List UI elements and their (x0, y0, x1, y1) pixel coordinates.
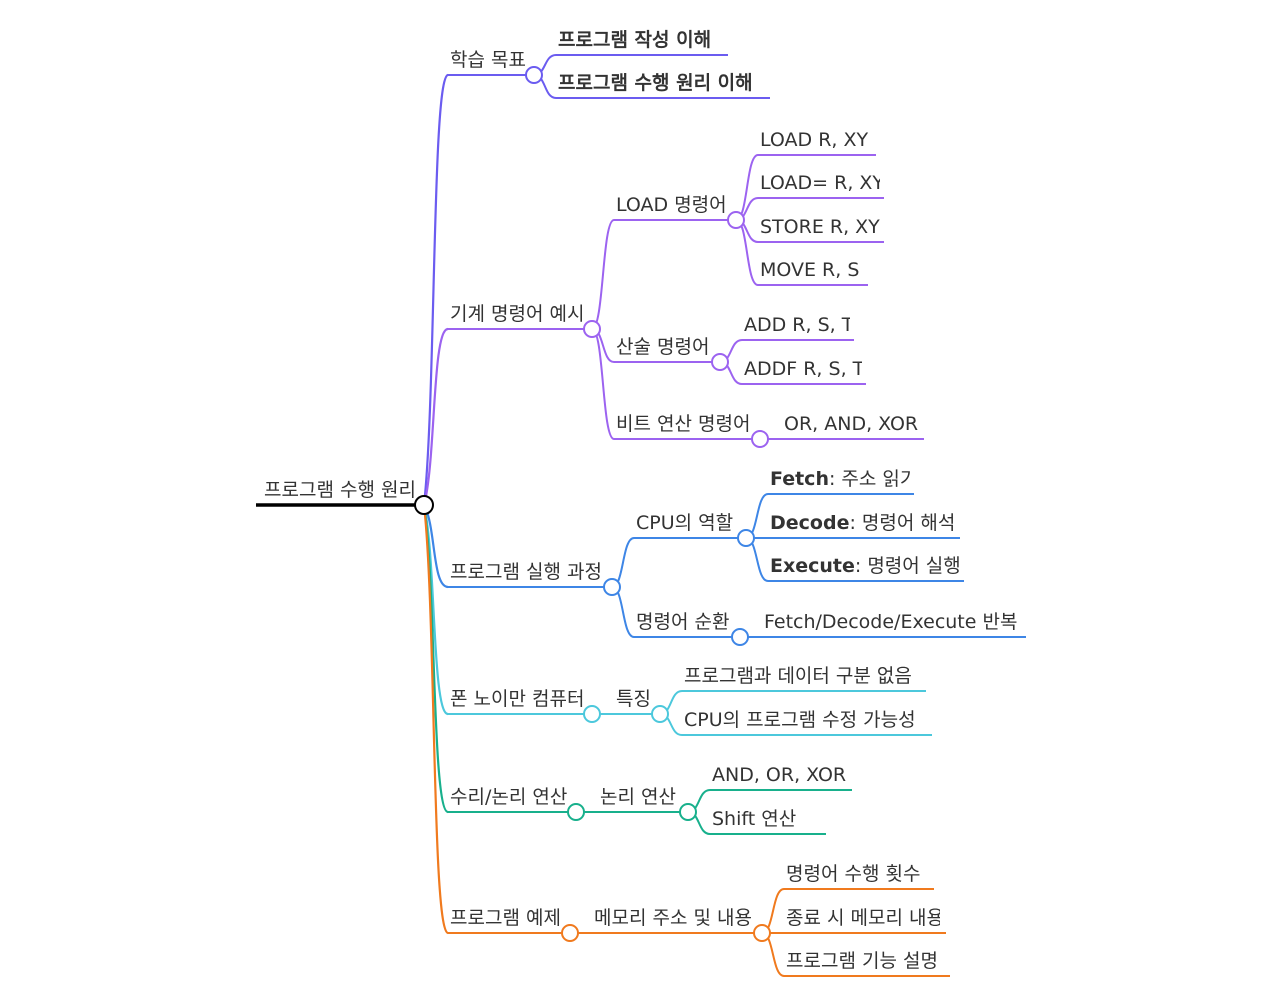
load-connector (591, 219, 615, 330)
example-label: 프로그램 예제 (450, 907, 561, 929)
execution-label: 프로그램 실행 과정 (450, 561, 602, 583)
goal-1-label: 프로그램 수행 원리 이해 (558, 71, 766, 95)
feature-0-label: 프로그램과 데이터 구분 없음 (684, 665, 912, 687)
memory-item-0-label: 명령어 수행 횟수 (786, 863, 921, 885)
cycle-label: 명령어 순환 (636, 611, 730, 633)
features-label: 특징 (616, 688, 651, 710)
arith-item-1-label: ADDF R, S, T (744, 358, 862, 380)
cpu-step-1-keyword: Decode (770, 512, 850, 534)
goal-1-keyword: 프로그램 수행 원리 이해 (558, 72, 753, 94)
arith-label: 산술 명령어 (616, 336, 710, 358)
vonneumann-label: 폰 노이만 컴퓨터 (450, 688, 585, 710)
arith-item-0-label: ADD R, S, T (744, 314, 850, 336)
features-collapse-toggle[interactable] (651, 705, 669, 723)
bit-label: 비트 연산 명령어 (616, 413, 751, 435)
bit-item-0-label: OR, AND, XOR (784, 413, 918, 435)
instructions-collapse-toggle[interactable] (583, 320, 601, 338)
load-collapse-toggle[interactable] (727, 211, 745, 229)
memory-item-1-label: 종료 시 메모리 내용 (786, 907, 940, 929)
instructions-branch (422, 327, 449, 506)
example-branch (422, 504, 450, 935)
cpu-step-0-label: Fetch: 주소 읽기 (770, 467, 910, 491)
cpu-step-1-label: Decode: 명령어 해석 (770, 511, 956, 535)
cpu-step-2-keyword: Execute (770, 555, 855, 577)
logic-item-1-label: Shift 연산 (712, 808, 797, 830)
load-item-3-label: MOVE R, S (760, 259, 860, 281)
cpu-step-0-keyword: Fetch (770, 468, 829, 490)
goals-branch (422, 73, 450, 506)
vonneumann-collapse-toggle[interactable] (583, 705, 601, 723)
logic-item-0-label: AND, OR, XOR (712, 764, 846, 786)
cycle-item-0-label: Fetch/Decode/Execute 반복 (764, 611, 1018, 633)
memory-collapse-toggle[interactable] (753, 924, 771, 942)
load-label: LOAD 명령어 (616, 194, 727, 216)
goal-0-label: 프로그램 작성 이해 (558, 28, 724, 52)
logic-label: 논리 연산 (600, 786, 676, 808)
ops-label: 수리/논리 연산 (450, 786, 568, 808)
logic-collapse-toggle[interactable] (679, 803, 697, 821)
cpu-step-2-label: Execute: 명령어 실행 (770, 554, 960, 578)
bit-collapse-toggle[interactable] (751, 430, 769, 448)
root-topic-label: 프로그램 수행 원리 (264, 479, 416, 501)
example-collapse-toggle[interactable] (561, 924, 579, 942)
memory-item-2-label: 프로그램 기능 설명 (786, 950, 938, 972)
instructions-label: 기계 명령어 예시 (450, 303, 585, 325)
cpu-label: CPU의 역할 (636, 512, 734, 534)
load-item-1-label: LOAD= R, XY (760, 172, 880, 194)
memory-label: 메모리 주소 및 내용 (594, 907, 752, 929)
load-item-0-label: LOAD R, XY (760, 129, 869, 151)
cpu-step-1-description: : 명령어 해석 (849, 512, 956, 534)
execution-collapse-toggle[interactable] (603, 578, 621, 596)
goal-0-keyword: 프로그램 작성 이해 (558, 29, 712, 51)
cpu-step-2-description: : 명령어 실행 (854, 555, 960, 577)
root-topic-collapse-toggle[interactable] (414, 495, 434, 515)
feature-1-label: CPU의 프로그램 수정 가능성 (684, 709, 916, 731)
ops-collapse-toggle[interactable] (567, 803, 585, 821)
load-item-2-label: STORE R, XY (760, 216, 880, 238)
goals-collapse-toggle[interactable] (525, 66, 543, 84)
cpu-step-0-description: : 주소 읽기 (828, 468, 910, 490)
arith-collapse-toggle[interactable] (711, 353, 729, 371)
cycle-collapse-toggle[interactable] (731, 628, 749, 646)
goals-label: 학습 목표 (450, 49, 526, 71)
cpu-collapse-toggle[interactable] (737, 529, 755, 547)
